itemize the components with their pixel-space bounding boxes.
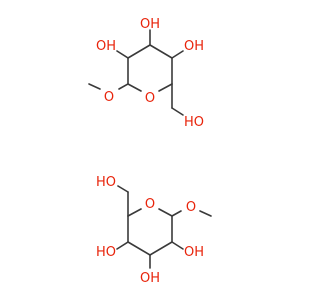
svg-text:OH: OH	[140, 271, 160, 286]
hydroxyl-label-right: OH	[184, 245, 204, 260]
hydroxyl-label-top: OH	[140, 17, 160, 32]
svg-text:OH: OH	[140, 17, 160, 32]
bond	[171, 241, 184, 250]
bond	[127, 83, 142, 92]
ring-oxygen-label: O	[143, 195, 157, 212]
methoxy-oxygen-label: O	[102, 88, 116, 105]
hydroxyl-label-bottom: OH	[140, 271, 160, 286]
hydroxyl-label-right: OH	[184, 39, 204, 54]
bond	[127, 208, 142, 217]
bond	[117, 185, 129, 193]
bond	[88, 83, 101, 90]
svg-text:HO: HO	[96, 245, 116, 260]
bond	[127, 241, 151, 256]
svg-text:OH: OH	[96, 39, 116, 54]
svg-text:OH: OH	[184, 245, 204, 260]
ring-oxygen-label: O	[143, 89, 157, 106]
bond	[171, 50, 184, 59]
svg-text:O: O	[186, 200, 196, 215]
svg-text:O: O	[145, 91, 155, 106]
bond	[116, 241, 129, 250]
bond	[171, 107, 184, 116]
bond	[199, 210, 212, 217]
bond	[171, 210, 182, 217]
svg-text:HO: HO	[96, 175, 116, 190]
svg-text:O: O	[145, 197, 155, 212]
bond	[116, 50, 129, 59]
bond	[118, 83, 129, 90]
svg-text:O: O	[104, 90, 114, 105]
hydroxyl-label-left: HO	[96, 245, 116, 260]
svg-text:HO: HO	[184, 115, 204, 130]
bond	[158, 208, 173, 217]
bond	[149, 44, 173, 59]
bond	[149, 241, 173, 256]
hydroxyl-label-left: OH	[96, 39, 116, 54]
molecule-2: O O HO OH HO OH	[96, 175, 212, 286]
methoxy-oxygen-label: O	[184, 198, 198, 215]
molecule-1: O O HO OH OH OH	[88, 17, 204, 130]
hydroxyl-label-ch2oh: HO	[96, 175, 116, 190]
structure-diagram: O O HO OH OH OH	[88, 17, 212, 286]
hydroxyl-label-ch2oh: HO	[184, 115, 204, 130]
svg-text:OH: OH	[184, 39, 204, 54]
bond	[127, 44, 151, 59]
bond	[158, 83, 173, 92]
